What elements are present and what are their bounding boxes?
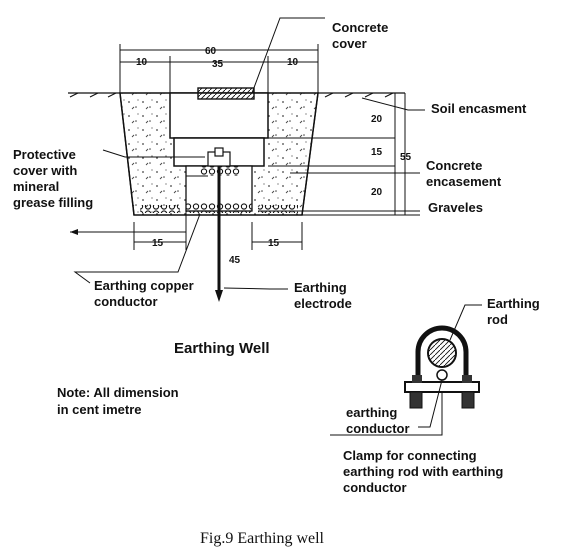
dim-top-width: 60 (205, 46, 217, 57)
dim-left-offset: 10 (136, 57, 148, 68)
dim-total-depth: 55 (400, 152, 412, 163)
label-clamp: Clamp for connecting earthing rod with e… (343, 448, 507, 495)
dimension-lines (119, 44, 420, 250)
dim-depth-3: 20 (371, 187, 383, 198)
label-earthing-electrode: Earthing electrode (294, 280, 352, 311)
label-protective-cover: Protective cover with mineral grease fil… (13, 147, 93, 210)
diagram-title: Earthing Well (174, 340, 270, 357)
leader-lines (73, 17, 425, 290)
label-concrete-cover: Concrete cover (332, 20, 392, 51)
label-earthing-conductor: earthing conductor (346, 405, 410, 436)
earthing-electrode (207, 147, 231, 302)
label-gravels: Graveles (428, 200, 483, 215)
label-concrete-encasement: Concrete encasement (426, 158, 502, 189)
label-soil-encasment: Soil encasment (431, 101, 527, 116)
dim-depth-2: 15 (371, 147, 383, 158)
figure-caption: Fig.9 Earthing well (200, 530, 325, 547)
dim-electrode: 45 (229, 255, 241, 266)
concrete-cover-slab (197, 87, 255, 100)
dimension-note: Note: All dimension in cent imetre (57, 385, 182, 417)
dim-bottom-right: 15 (268, 238, 280, 249)
label-earthing-rod: Earthing rod (487, 296, 543, 327)
earthing-copper-conductor-line (70, 175, 208, 235)
label-earthing-copper-conductor: Earthing copper conductor (94, 278, 197, 309)
clamp-detail (330, 304, 482, 436)
ground-line (68, 92, 405, 98)
dim-inner-width: 35 (212, 59, 224, 70)
dim-right-offset: 10 (287, 57, 299, 68)
dim-depth-1: 20 (371, 114, 383, 125)
dim-bottom-left: 15 (152, 238, 164, 249)
